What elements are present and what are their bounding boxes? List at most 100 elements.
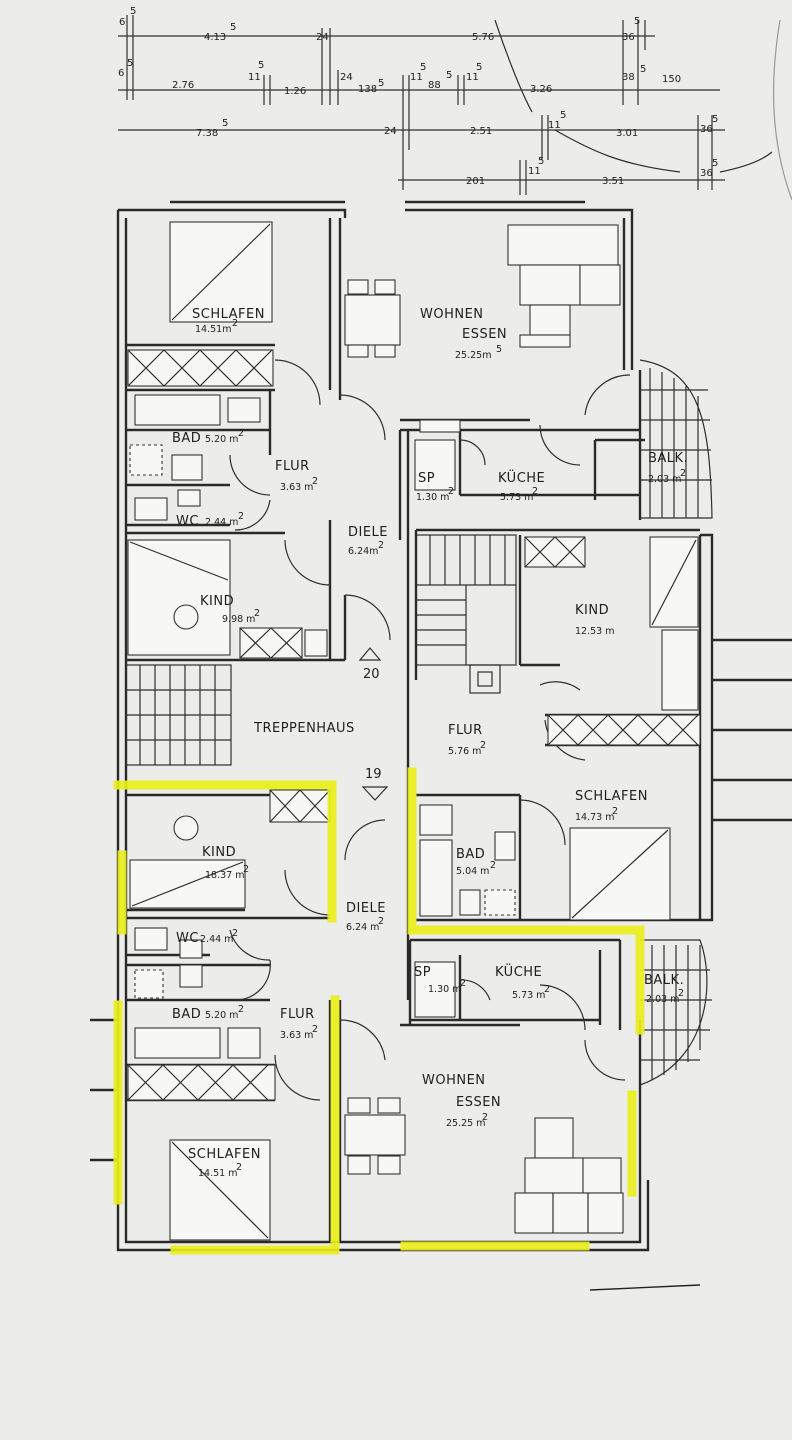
dim-label: 5 bbox=[712, 158, 718, 169]
room-name: WC bbox=[176, 931, 199, 946]
dim-label: 11 bbox=[410, 72, 423, 83]
dim-label: 5 bbox=[230, 22, 236, 33]
highlight-boundary bbox=[113, 767, 645, 1255]
room-area-superscript: 2 bbox=[460, 978, 466, 989]
dim-label: 11 bbox=[466, 72, 479, 83]
dim-label: 2.51 bbox=[470, 126, 492, 137]
paper-fold-shadow bbox=[772, 19, 792, 201]
dim-label: 38 bbox=[622, 72, 635, 83]
room-area: 2.44 m bbox=[205, 517, 238, 528]
dim-label: 138 bbox=[358, 84, 377, 95]
room-name: SP bbox=[418, 471, 435, 486]
dim-label: 5 bbox=[634, 16, 640, 27]
dim-label: 5 bbox=[640, 64, 646, 75]
stair-step-count-down: 19 bbox=[365, 767, 382, 782]
dim-label: 5.76 bbox=[472, 32, 494, 43]
room-area: 2.03 m bbox=[648, 474, 681, 485]
dim-label: 5 bbox=[538, 156, 544, 167]
room-name: TREPPENHAUS bbox=[253, 721, 355, 736]
room-area-superscript: 2 bbox=[232, 928, 238, 939]
room-area: 14.51m bbox=[195, 324, 231, 335]
room-area: 18.37 m bbox=[205, 870, 244, 881]
room-area-superscript: 2 bbox=[448, 486, 454, 497]
room-area-superscript: 2 bbox=[378, 916, 384, 927]
room-area-superscript: 2 bbox=[482, 1112, 488, 1123]
room-area: 1.30 m bbox=[428, 984, 461, 995]
room-area-superscript: 2 bbox=[378, 540, 384, 551]
dim-label: 88 bbox=[428, 80, 441, 91]
dim-label: 5 bbox=[222, 118, 228, 129]
dim-label: 36 bbox=[700, 124, 713, 135]
dim-label: 11 bbox=[248, 72, 261, 83]
dim-label: 36 bbox=[700, 168, 713, 179]
room-area: 5.20 m bbox=[205, 434, 238, 445]
room-area-superscript: 2 bbox=[544, 984, 550, 995]
dim-label: 24 bbox=[384, 126, 397, 137]
dim-label: 3.51 bbox=[602, 176, 624, 187]
dim-label: 5 bbox=[378, 78, 384, 89]
dim-label: 5 bbox=[130, 6, 136, 17]
room-name: FLUR bbox=[448, 723, 483, 738]
room-area-superscript: 2 bbox=[680, 468, 686, 479]
room-area-superscript: 2 bbox=[312, 1024, 318, 1035]
room-area: 5.73 m bbox=[500, 492, 533, 503]
room-area: 9.98 m bbox=[222, 614, 255, 625]
stair-step-count-up: 20 bbox=[363, 667, 380, 682]
room-area: 2.44 m bbox=[200, 934, 233, 945]
room-name: BAD bbox=[456, 847, 485, 862]
dim-label: 36 bbox=[622, 32, 635, 43]
dim-label: 5 bbox=[712, 114, 718, 125]
room-name: WC bbox=[176, 514, 199, 529]
dim-label: 1.26 bbox=[284, 86, 306, 97]
room-name: BALK. bbox=[648, 451, 688, 466]
room-name: BAD bbox=[172, 431, 201, 446]
room-area-superscript: 2 bbox=[243, 864, 249, 875]
dim-label: 7.38 bbox=[196, 128, 218, 139]
dim-label: 5 bbox=[420, 62, 426, 73]
dim-label: 24 bbox=[316, 32, 329, 43]
dim-label: 11 bbox=[548, 120, 561, 131]
room-name: KÜCHE bbox=[495, 963, 542, 980]
dim-label: 4.13 bbox=[204, 32, 226, 43]
furniture bbox=[127, 221, 701, 1241]
room-name-secondary: ESSEN bbox=[456, 1095, 501, 1110]
room-name: FLUR bbox=[280, 1007, 315, 1022]
dim-label: 11 bbox=[528, 166, 541, 177]
room-name: WOHNEN bbox=[420, 307, 484, 322]
room-name: FLUR bbox=[275, 459, 310, 474]
room-area-superscript: 2 bbox=[236, 1162, 242, 1173]
room-area: 14.73 m bbox=[575, 812, 614, 823]
dimension-lines bbox=[118, 15, 773, 195]
door-swings bbox=[229, 359, 631, 1101]
dim-label: 24 bbox=[340, 72, 353, 83]
room-area: 5.73 m bbox=[512, 990, 545, 1001]
room-name: DIELE bbox=[348, 525, 388, 540]
room-area-superscript: 2 bbox=[532, 486, 538, 497]
room-name: KIND bbox=[200, 594, 234, 609]
room-area-superscript: 2 bbox=[480, 740, 486, 751]
room-area-superscript: 2 bbox=[490, 860, 496, 871]
room-name: BALK. bbox=[644, 973, 684, 988]
dim-label: 150 bbox=[662, 74, 681, 85]
room-name: KÜCHE bbox=[498, 469, 545, 486]
room-name: SCHLAFEN bbox=[192, 307, 265, 322]
dim-label: 5 bbox=[258, 60, 264, 71]
room-area: 25.25 m bbox=[446, 1118, 485, 1129]
dim-label: 6 bbox=[118, 68, 124, 79]
room-area: 3.63 m bbox=[280, 1030, 313, 1041]
room-area: 5.20 m bbox=[205, 1010, 238, 1021]
room-name: SP bbox=[414, 965, 431, 980]
balconies bbox=[639, 359, 713, 1086]
room-area-superscript: 2 bbox=[312, 476, 318, 487]
room-labels: SCHLAFEN 14.51m 2 WOHNEN ESSEN 25.25m 5 … bbox=[172, 307, 688, 1179]
dim-label: 5 bbox=[127, 58, 133, 69]
room-area: 12.53 m bbox=[575, 626, 614, 637]
room-area: 25.25m bbox=[455, 350, 491, 361]
room-name: DIELE bbox=[346, 901, 386, 916]
stairs bbox=[125, 534, 517, 801]
room-area-superscript: 2 bbox=[254, 608, 260, 619]
room-name: SCHLAFEN bbox=[188, 1147, 261, 1162]
dim-label: 201 bbox=[466, 176, 485, 187]
dim-label: 5 bbox=[560, 110, 566, 121]
